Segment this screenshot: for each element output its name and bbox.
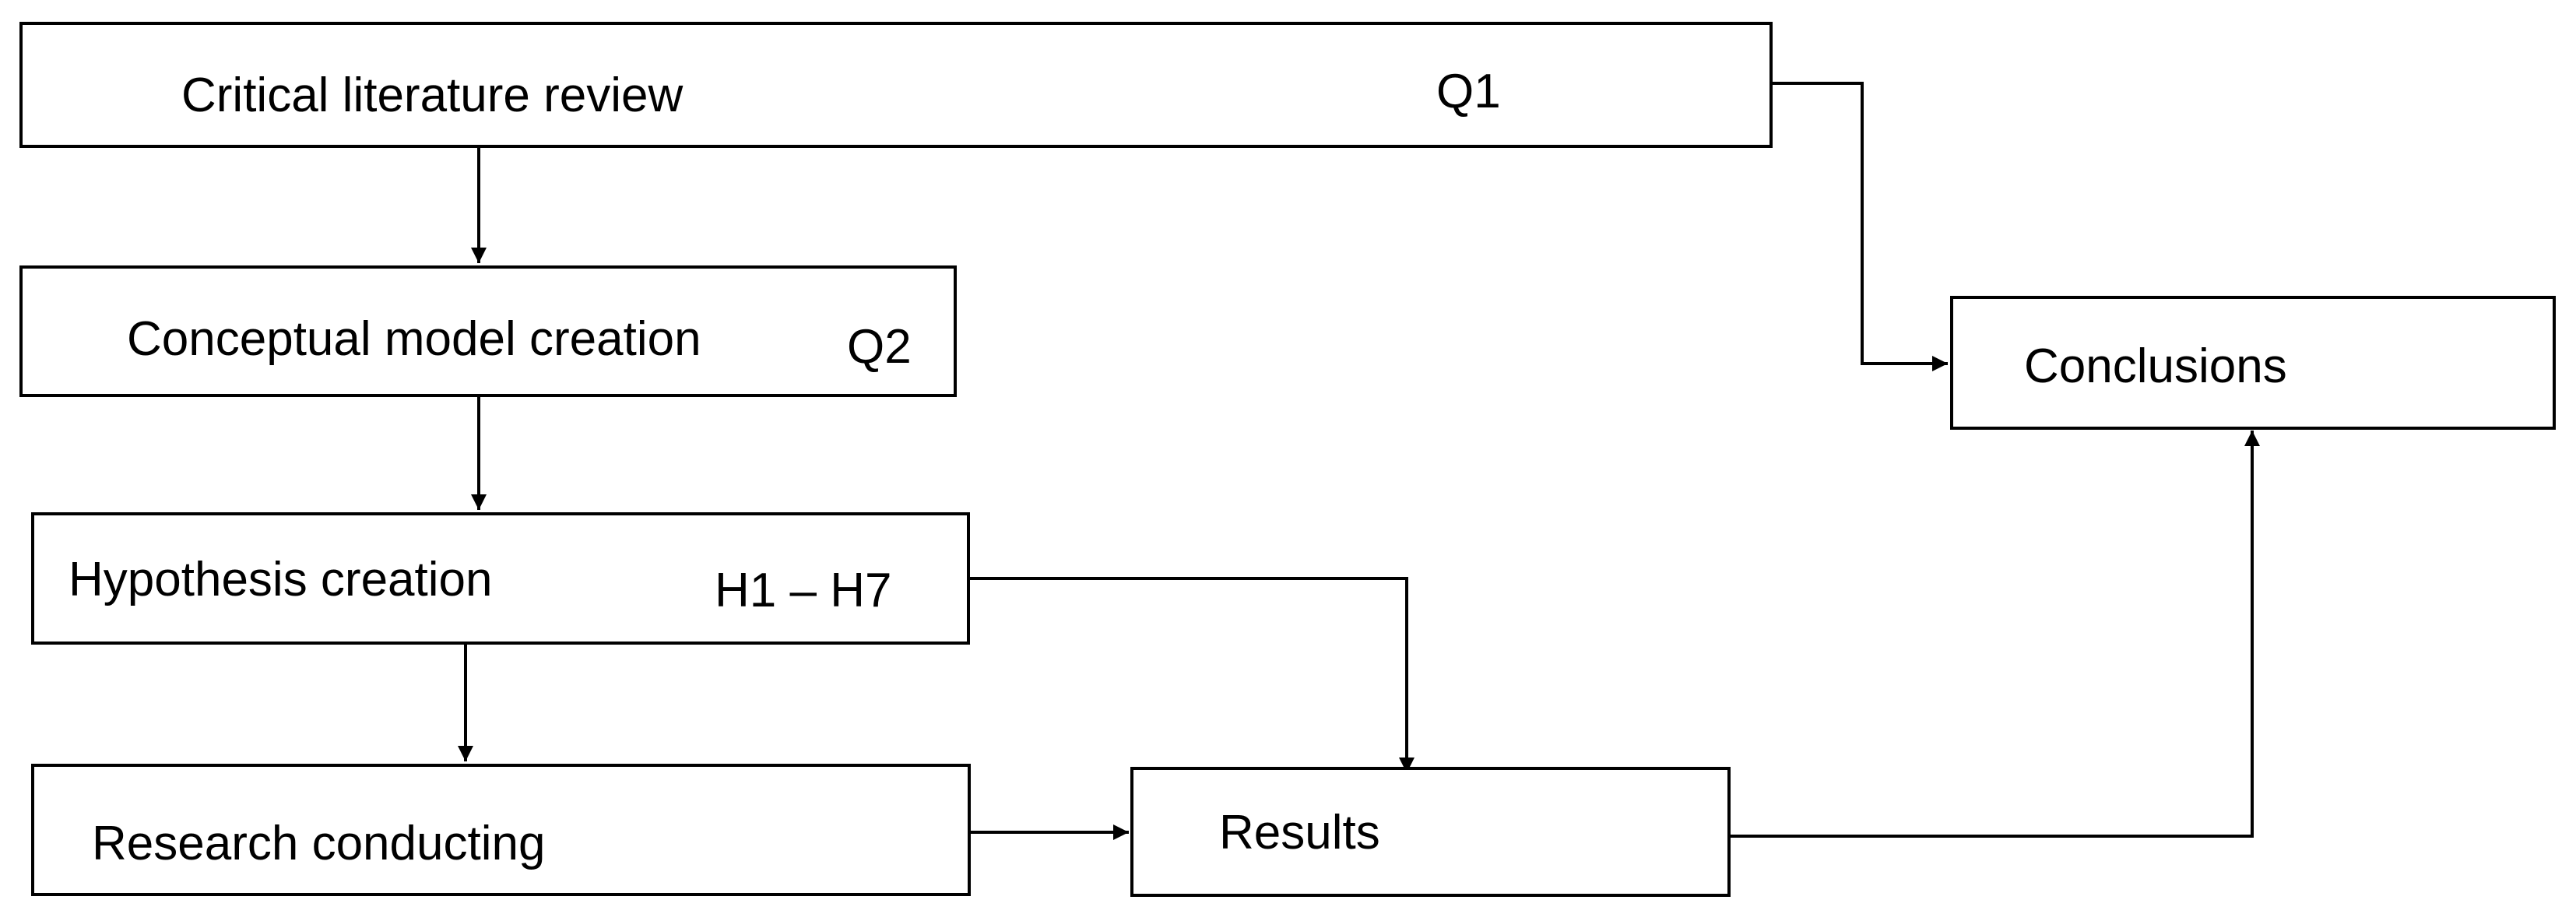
conceptual-model-creation-label: Conceptual model creation xyxy=(127,312,701,366)
critical-literature-review-label: Critical literature review xyxy=(181,69,684,122)
arrow-hypothesis-to-results xyxy=(968,577,1415,773)
critical-literature-review-box: Critical literature review Q1 xyxy=(19,22,1773,148)
conceptual-model-creation-box: Conceptual model creation Q2 xyxy=(19,265,957,397)
conclusions-label: Conclusions xyxy=(2024,339,2287,393)
arrow-results-to-conclusions xyxy=(1729,431,2260,838)
arrow-literature-to-conclusions xyxy=(1771,82,1948,371)
q2-tag: Q2 xyxy=(847,320,912,374)
conclusions-box: Conclusions xyxy=(1950,296,2556,430)
hypothesis-creation-label: Hypothesis creation xyxy=(69,553,493,606)
hypothesis-creation-box: Hypothesis creation H1 – H7 xyxy=(31,512,970,645)
q1-tag: Q1 xyxy=(1436,65,1501,118)
research-conducting-box: Research conducting xyxy=(31,764,971,896)
results-box: Results xyxy=(1130,767,1731,897)
results-label: Results xyxy=(1219,806,1380,859)
research-conducting-label: Research conducting xyxy=(92,817,546,870)
h1-h7-tag: H1 – H7 xyxy=(715,564,892,617)
